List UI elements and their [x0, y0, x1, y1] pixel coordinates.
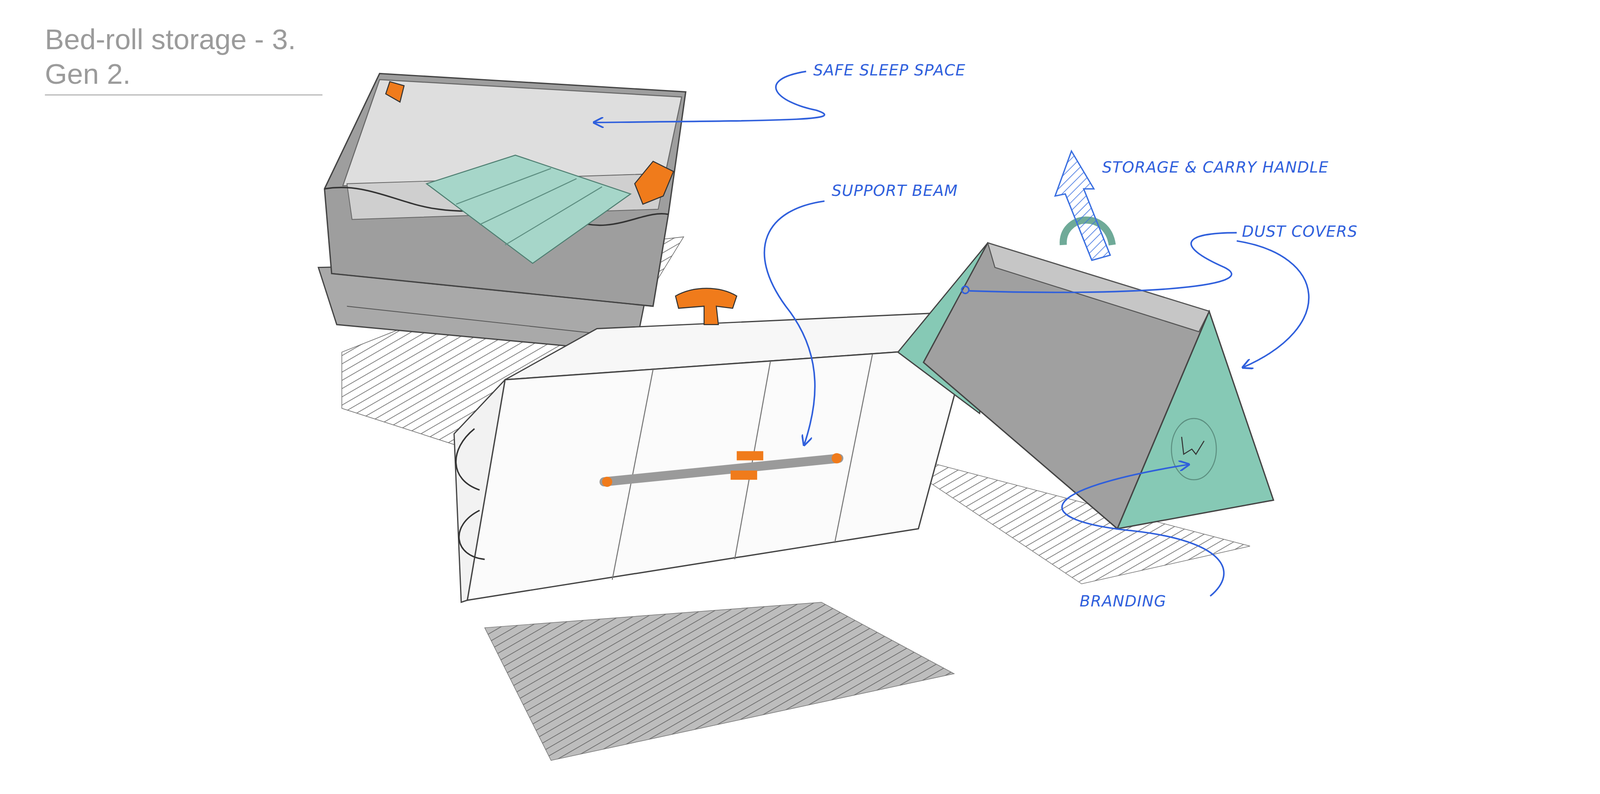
- callout-label: BRANDING: [1079, 591, 1167, 610]
- callout-label: DUST COVERS: [1241, 222, 1358, 241]
- callout-label: STORAGE & CARRY HANDLE: [1102, 158, 1329, 177]
- bedroll-sketch: [454, 288, 975, 603]
- leader-lines: [593, 71, 1309, 596]
- bag-sketch: [897, 220, 1274, 529]
- callout-label: SAFE SLEEP SPACE: [813, 61, 966, 80]
- title-rule: [45, 94, 323, 96]
- bedroll-shadow-fill: [484, 602, 955, 761]
- sheet-title: Bed-roll storage - 3. Gen 2.: [45, 22, 321, 93]
- cot-sketch: [318, 73, 686, 353]
- lift-arrow: [1055, 150, 1110, 260]
- bedroll-shadow: [484, 602, 955, 761]
- callout-label: SUPPORT BEAM: [831, 181, 958, 200]
